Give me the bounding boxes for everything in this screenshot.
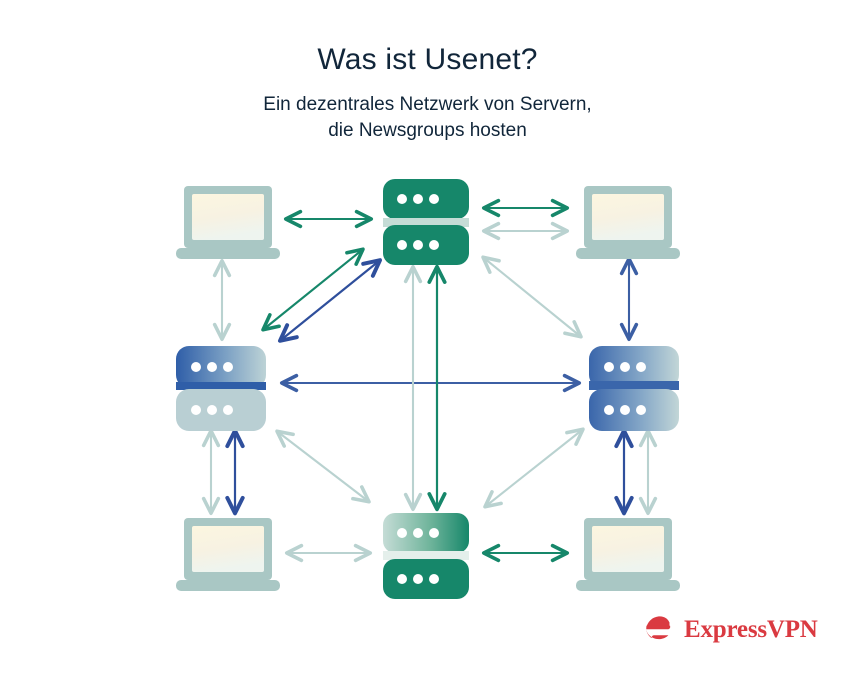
- node-laptop-bottom-left[interactable]: [176, 518, 280, 591]
- connection-server-middle-left-to-server-top-center-green: [261, 247, 365, 332]
- connection-server-middle-left-to-server-top-center-blue: [277, 258, 383, 343]
- node-server-middle-right[interactable]: [589, 346, 679, 431]
- brand-lockup: ExpressVPN: [641, 612, 818, 646]
- node-server-middle-left[interactable]: [176, 346, 266, 431]
- connection-server-top-center-to-server-middle-right: [481, 255, 583, 339]
- node-server-top-center[interactable]: [383, 179, 469, 265]
- connection-server-middle-left-to-server-bottom-center: [275, 429, 371, 504]
- node-laptop-top-right[interactable]: [576, 186, 680, 259]
- subtitle-line-2: die Newsgroups hosten: [328, 120, 527, 141]
- connection-layer: [201, 198, 658, 563]
- node-laptop-top-left[interactable]: [176, 186, 280, 259]
- expressvpn-e-icon: [646, 616, 671, 640]
- node-laptop-bottom-right[interactable]: [576, 518, 680, 591]
- subtitle-line-1: Ein dezentrales Netzwerk von Servern,: [263, 94, 592, 115]
- heading-block: Was ist Usenet? Ein dezentrales Netzwerk…: [0, 40, 855, 144]
- page-subtitle: Ein dezentrales Netzwerk von Servern, di…: [0, 80, 855, 144]
- brand-wordmark: ExpressVPN: [684, 615, 818, 643]
- connection-server-bottom-center-to-server-middle-right: [483, 427, 585, 509]
- node-server-bottom-center[interactable]: [383, 513, 469, 599]
- page-title: Was ist Usenet?: [317, 43, 538, 76]
